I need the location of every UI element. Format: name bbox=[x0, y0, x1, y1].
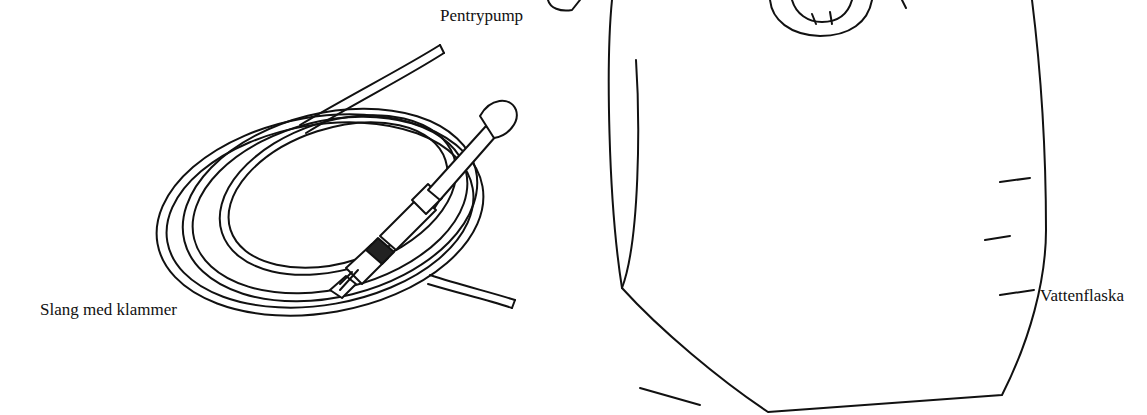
part-label: Vattenflaska bbox=[1040, 286, 1124, 306]
water-canister bbox=[548, 0, 1046, 412]
part-label: Slang med klammer bbox=[40, 300, 177, 320]
hose-coil bbox=[140, 45, 515, 340]
galley-pump bbox=[330, 101, 517, 298]
part-label: Pentrypump bbox=[440, 6, 523, 26]
